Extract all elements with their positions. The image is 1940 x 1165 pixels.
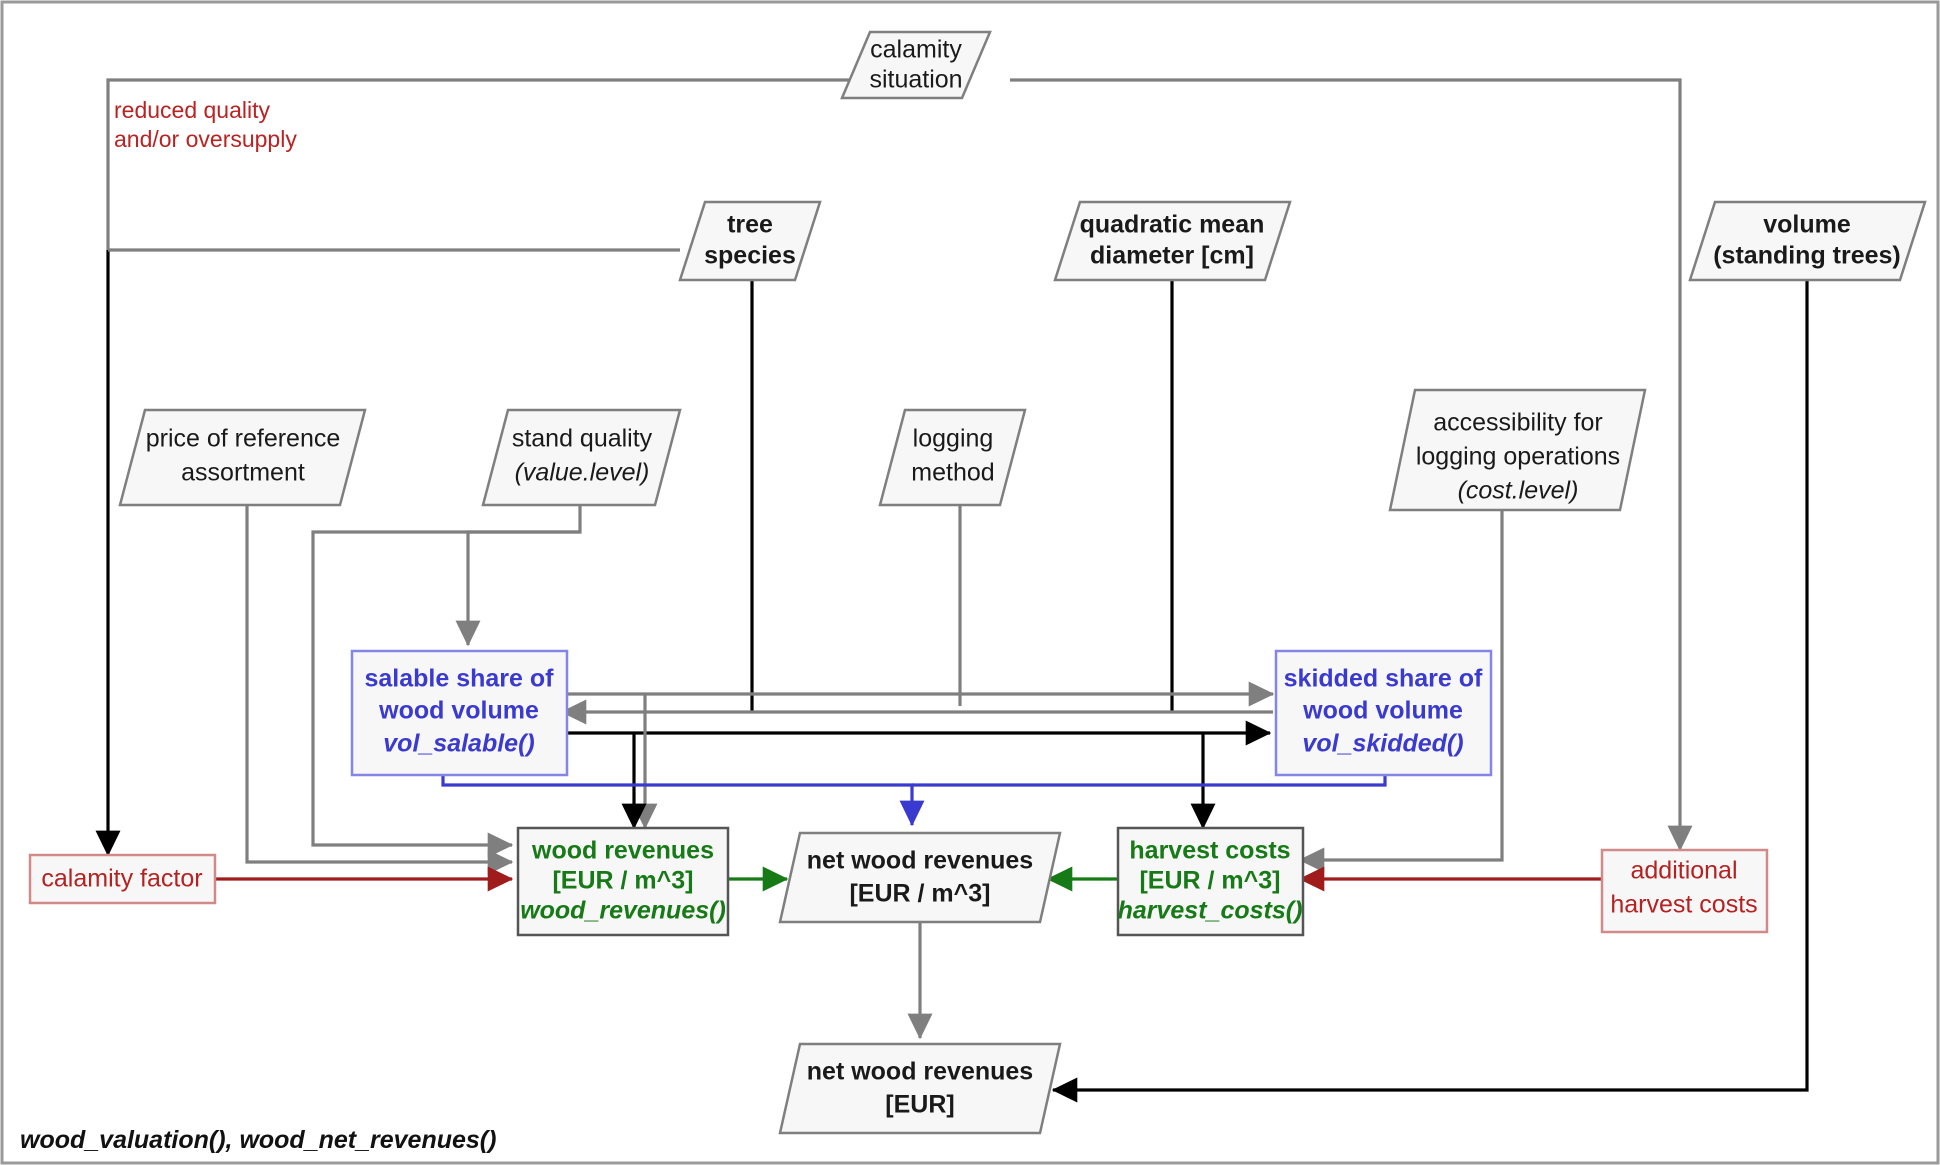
accessibility-line1: accessibility for (1433, 409, 1603, 437)
edge-stand-quality-to-salable-share (455, 530, 580, 647)
node-quadratic-mean-diameter[interactable]: quadratic mean diameter [cm] (1053, 200, 1292, 282)
node-logging-method[interactable]: logging method (878, 408, 1027, 507)
edge-stand-quality-to-wood-revenues (311, 505, 582, 858)
accessibility-line3: (cost.level) (1458, 477, 1579, 505)
edge-accessibility-to-harvest-costs (1298, 510, 1504, 873)
node-accessibility-for-logging-operations[interactable]: accessibility for logging operations (co… (1388, 388, 1647, 512)
edge-price-to-wood-revenues (245, 505, 514, 875)
annotation-note-line1: reduced quality (114, 97, 270, 123)
node-wood-revenues[interactable]: wood revenues [EUR / m^3] wood_revenues(… (516, 826, 730, 937)
edge-salable-to-net-revenues (441, 775, 925, 827)
wood-revenues-line2: [EUR / m^3] (552, 867, 693, 895)
harvest-costs-line2: [EUR / m^3] (1139, 867, 1280, 895)
wood-revenues-line1: wood revenues (531, 837, 714, 865)
calamity-factor-label: calamity factor (41, 865, 202, 893)
edge-skidded-to-net-revenues (912, 775, 1387, 787)
node-price-of-reference-assortment[interactable]: price of reference assortment (118, 408, 367, 507)
price-line1: price of reference (146, 425, 341, 453)
harvest-costs-line1: harvest costs (1129, 837, 1290, 865)
logging-method-line1: logging (913, 425, 994, 453)
node-calamity-factor[interactable]: calamity factor (28, 853, 217, 905)
node-net-wood-revenues-eur[interactable]: net wood revenues [EUR] (778, 1042, 1062, 1135)
salable-share-line3: vol_salable() (383, 730, 534, 758)
logging-method-line2: method (911, 459, 994, 487)
calamity-situation-line1: calamity (870, 36, 962, 64)
stand-quality-line2: (value.level) (515, 459, 650, 487)
qmd-line2: diameter [cm] (1090, 242, 1254, 270)
node-calamity-situation[interactable]: calamity situation (840, 30, 992, 100)
node-net-wood-revenues-per-m3[interactable]: net wood revenues [EUR / m^3] (778, 831, 1062, 924)
node-stand-quality[interactable]: stand quality (value.level) (481, 408, 682, 507)
volume-line2: (standing trees) (1713, 242, 1901, 270)
calamity-situation-line2: situation (869, 66, 962, 94)
net-m3-line2: [EUR / m^3] (849, 880, 990, 908)
qmd-line1: quadratic mean (1080, 211, 1265, 239)
tree-species-line1: tree (727, 211, 773, 239)
additional-costs-line1: additional (1630, 857, 1737, 885)
diagram-caption: wood_valuation(), wood_net_revenues() (20, 1126, 496, 1154)
skidded-share-line2: wood volume (1302, 697, 1463, 725)
accessibility-line2: logging operations (1416, 443, 1620, 471)
salable-share-line1: salable share of (365, 665, 555, 693)
node-skidded-share[interactable]: skidded share of wood volume vol_skidded… (1274, 649, 1493, 777)
edge-volume-to-net-eur (1051, 245, 1809, 1103)
node-volume-standing-trees[interactable]: volume (standing trees) (1688, 200, 1927, 282)
net-m3-line1: net wood revenues (807, 847, 1033, 875)
stand-quality-line1: stand quality (512, 425, 653, 453)
skidded-share-line3: vol_skidded() (1302, 730, 1463, 758)
price-line2: assortment (181, 459, 305, 487)
volume-line1: volume (1763, 211, 1851, 239)
harvest-costs-line3: harvest_costs() (1118, 897, 1303, 925)
tree-species-line2: species (704, 242, 796, 270)
node-tree-species[interactable]: tree species (678, 200, 822, 282)
wood-revenues-line3: wood_revenues() (520, 897, 726, 925)
annotation-note-line2: and/or oversupply (114, 126, 297, 152)
edge-calamity-to-additional-harvest-costs (1010, 78, 1693, 852)
annotation-reduced-quality: reduced quality and/or oversupply (114, 97, 297, 152)
net-eur-line2: [EUR] (885, 1091, 954, 1119)
node-salable-share[interactable]: salable share of wood volume vol_salable… (350, 649, 569, 777)
additional-costs-line2: harvest costs (1610, 891, 1757, 919)
skidded-share-line1: skidded share of (1284, 665, 1483, 693)
salable-share-line2: wood volume (378, 697, 539, 725)
node-additional-harvest-costs[interactable]: additional harvest costs (1600, 848, 1769, 934)
net-eur-line1: net wood revenues (807, 1058, 1033, 1086)
node-harvest-costs[interactable]: harvest costs [EUR / m^3] harvest_costs(… (1116, 826, 1305, 937)
edge-calamity-to-left-rail (106, 78, 855, 250)
